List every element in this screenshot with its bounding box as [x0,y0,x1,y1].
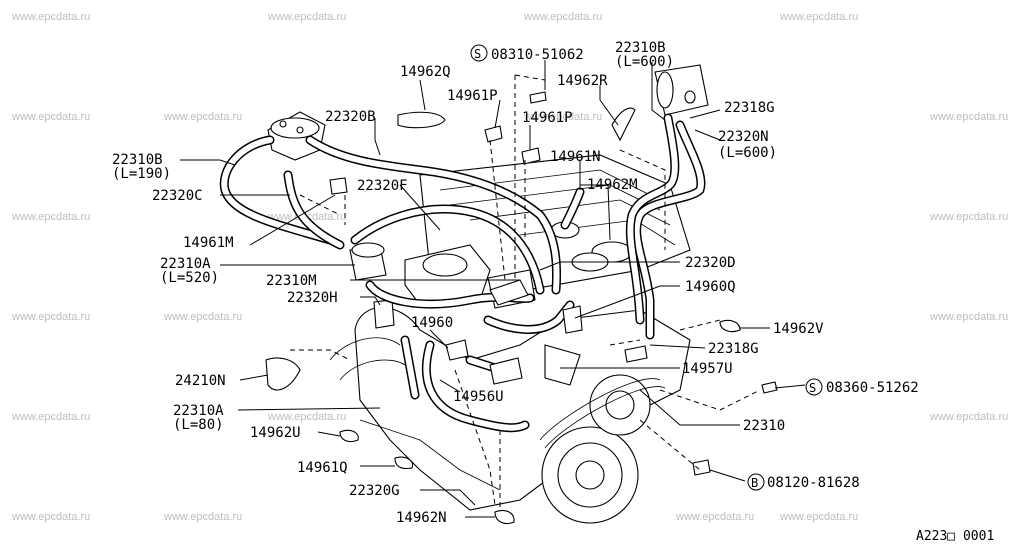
watermark: www.epcdata.ru [11,11,90,23]
part-label: 14962R [557,73,608,89]
part-label: 22310M [266,273,317,289]
figure-code: A223□ 0001 [916,529,994,544]
part-label: 14961N [550,149,601,165]
part-label: 22318G [724,100,775,116]
watermark: www.epcdata.ru [163,311,242,323]
leader-lines [180,60,806,518]
part-label: 24210N [175,373,226,389]
watermark: www.epcdata.ru [163,111,242,123]
part-label: 22320N [718,129,769,145]
part-label: 22320B [325,109,376,125]
watermark: www.epcdata.ru [163,511,242,523]
part-label: 08310-51062 [491,47,584,63]
part-label: 14962Q [400,64,451,80]
watermark: www.epcdata.ru [267,11,346,23]
part-label: 22310 [743,418,785,434]
part-label: 22310B [615,40,666,56]
screw-symbol-top: S [470,44,488,62]
part-label: 14960 [411,315,453,331]
bolt-symbol: B [747,473,765,491]
part-label: 22320H [287,290,338,306]
engine-illustration [329,154,691,524]
part-label: 22320C [152,188,203,204]
part-label: 22320D [685,255,736,271]
watermark: www.epcdata.ru [929,211,1008,223]
watermark: www.epcdata.ru [929,111,1008,123]
part-label: 22310A [173,403,224,419]
part-label-length: (L=600) [718,145,777,161]
part-label: 14957U [682,361,733,377]
part-label: 14962N [396,510,447,526]
part-label-length: (L=190) [112,166,171,182]
clips-and-fittings [265,91,778,525]
part-label: 08120-81628 [767,475,860,491]
watermark: www.epcdata.ru [929,411,1008,423]
part-label: 14961P [522,110,573,126]
watermark: www.epcdata.ru [11,411,90,423]
watermark: www.epcdata.ru [779,11,858,23]
part-label: 22310B [112,152,163,168]
watermark: www.epcdata.ru [675,511,754,523]
part-label: 14962U [250,425,301,441]
part-label: 08360-51262 [826,380,919,396]
watermark: www.epcdata.ru [11,511,90,523]
screw-symbol-bottom: S [805,378,823,396]
part-label-length: (L=520) [160,270,219,286]
reservoir-tank-component [654,64,709,116]
part-label: 14956U [453,389,504,405]
screw-symbol-letter: S [474,47,481,61]
reference-dashed-lines [290,74,761,510]
part-label: 14962M [587,177,638,193]
watermark: www.epcdata.ru [523,11,602,23]
watermark: www.epcdata.ru [779,511,858,523]
screw-symbol-letter: S [809,381,816,395]
canister-component [267,111,326,161]
part-label: 14961P [447,88,498,104]
part-label-length: (L=600) [615,54,674,70]
part-label: 14960Q [685,279,736,295]
part-label: 22320F [357,178,408,194]
watermark: www.epcdata.ru [929,311,1008,323]
bolt-symbol-letter: B [751,476,758,490]
watermark: www.epcdata.ru [11,311,90,323]
part-label: 14961Q [297,460,348,476]
part-label: 22310A [160,256,211,272]
part-label: 22318G [708,341,759,357]
part-label: 14962V [773,321,824,337]
watermark: www.epcdata.ru [267,411,346,423]
part-label: 22320G [349,483,400,499]
part-label-length: (L=80) [173,417,224,433]
watermark: www.epcdata.ru [523,111,602,123]
watermark: www.epcdata.ru [11,211,90,223]
watermark: www.epcdata.ru [11,111,90,123]
part-label: 14961M [183,235,234,251]
part-labels: 08310-51062 22310B (L=600) 14962Q 14962R… [112,40,919,526]
